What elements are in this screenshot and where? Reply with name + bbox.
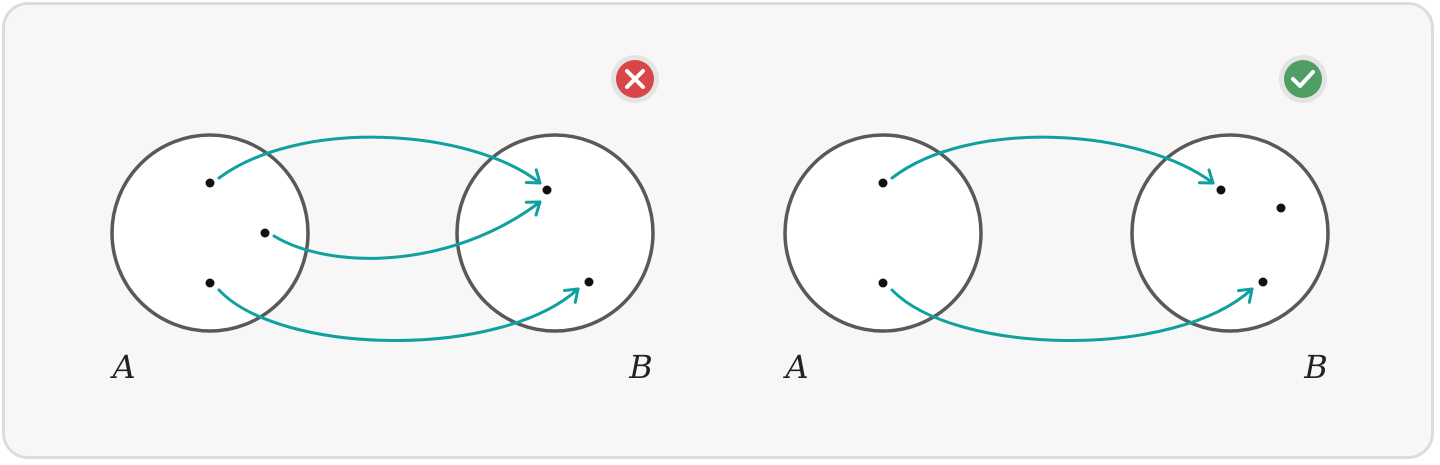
element-a3: [205, 278, 215, 288]
map-arrow: [217, 287, 580, 342]
set-b-circle: [1130, 133, 1330, 333]
set-b-label: B: [1303, 348, 1328, 386]
set-a-label: A: [782, 348, 808, 386]
correct-badge: [1279, 55, 1327, 103]
element-b2: [1276, 203, 1286, 213]
element-a1: [878, 178, 888, 188]
element-b3: [1258, 277, 1268, 287]
set-a-circle: [110, 133, 310, 333]
panel-correct: A B: [782, 55, 1330, 386]
element-b1: [1216, 185, 1226, 195]
map-arrow: [890, 287, 1254, 342]
set-a-label: A: [109, 348, 135, 386]
set-b-label: B: [628, 348, 653, 386]
set-b-circle: [455, 133, 655, 333]
close-icon: [625, 69, 645, 89]
map-arrow: [890, 135, 1215, 185]
check-icon: [1291, 70, 1315, 88]
set-a-circle: [783, 133, 983, 333]
element-a2: [260, 228, 270, 238]
element-b2: [584, 277, 594, 287]
element-a2: [878, 278, 888, 288]
element-b1: [542, 185, 552, 195]
badge-circle: [1284, 60, 1322, 98]
incorrect-badge: [611, 55, 659, 103]
panel-incorrect: A B: [109, 55, 659, 386]
map-arrow: [217, 135, 542, 185]
map-arrow: [272, 200, 542, 260]
element-a1: [205, 178, 215, 188]
